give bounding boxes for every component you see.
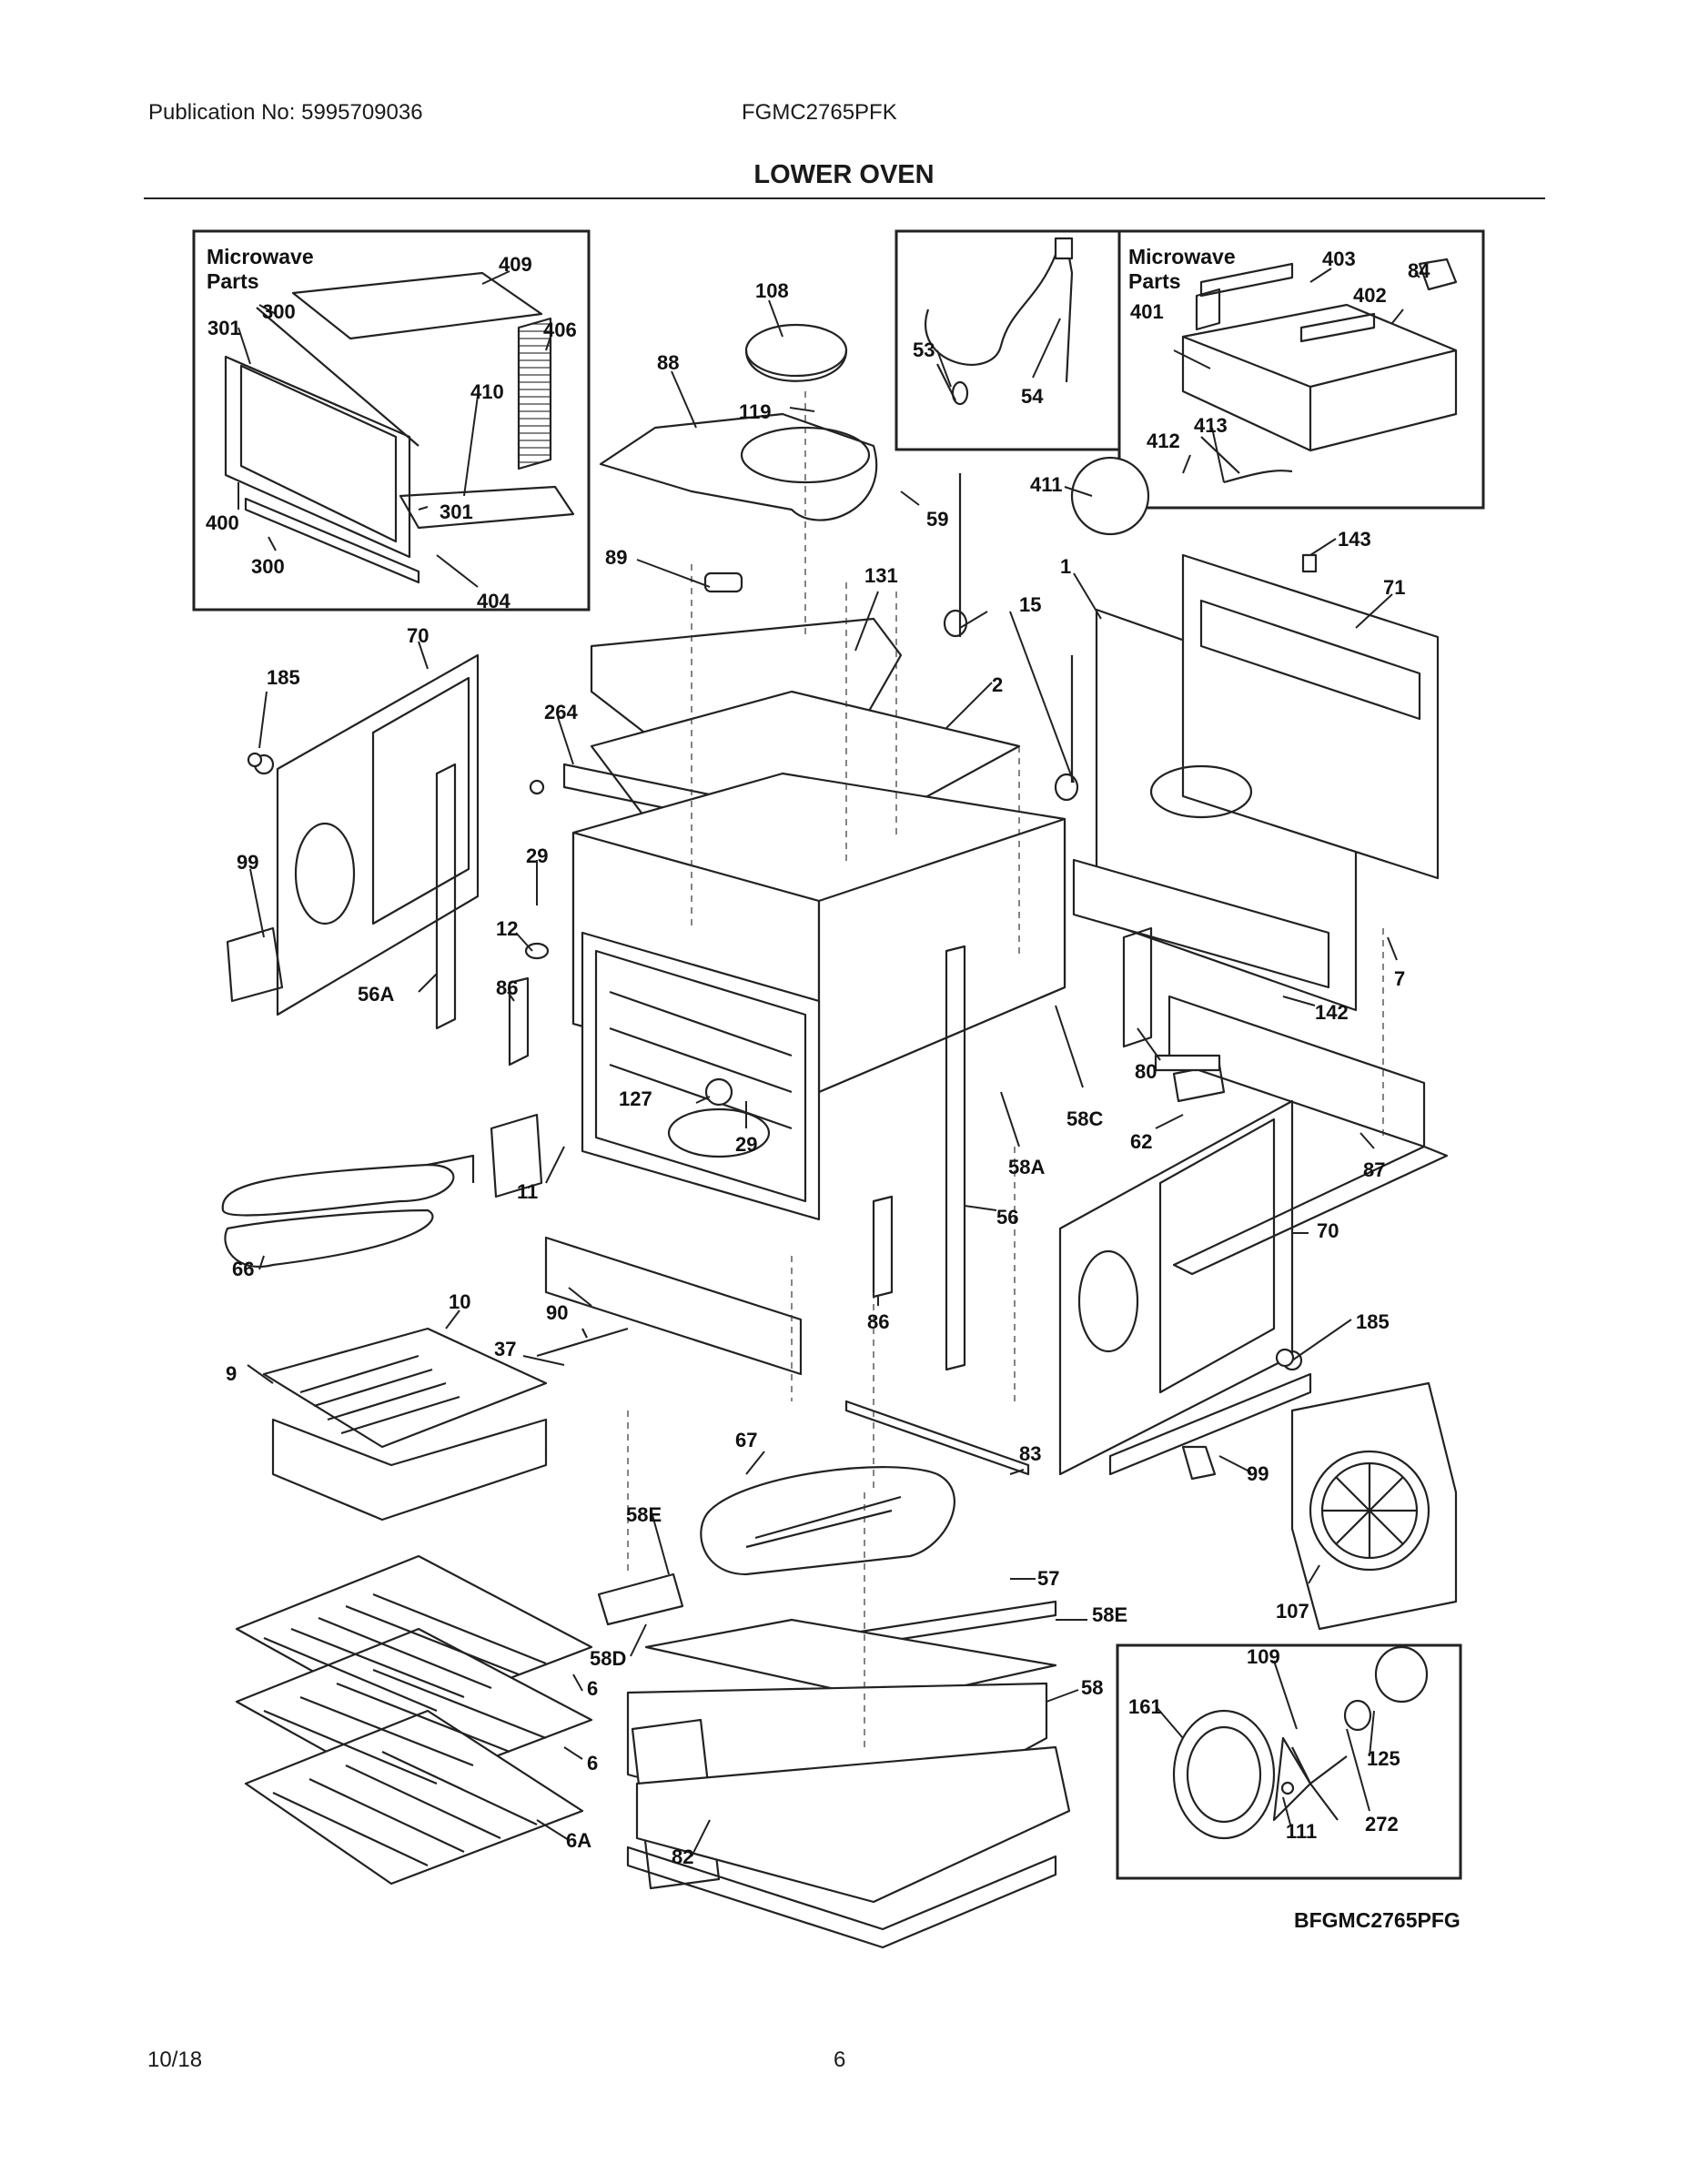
callout-412: 412 xyxy=(1147,430,1180,452)
callout-53: 53 xyxy=(913,339,935,361)
callout-107: 107 xyxy=(1276,1600,1309,1623)
callout-185a: 185 xyxy=(267,666,300,689)
callout-58Ea: 58E xyxy=(626,1503,662,1526)
callout-70a: 70 xyxy=(407,624,429,647)
footer-page-number: 6 xyxy=(834,2048,846,2072)
callout-108: 108 xyxy=(755,279,789,302)
callout-62: 62 xyxy=(1130,1130,1152,1153)
callout-10: 10 xyxy=(449,1290,470,1313)
callout-83: 83 xyxy=(1019,1442,1041,1465)
callout-109: 109 xyxy=(1247,1645,1280,1668)
callout-301b: 301 xyxy=(440,500,473,523)
callout-82: 82 xyxy=(672,1845,693,1868)
callout-12: 12 xyxy=(496,917,518,940)
callout-67: 67 xyxy=(735,1429,757,1451)
callout-87: 87 xyxy=(1363,1158,1385,1181)
microwave-parts-label-right-1: Microwave xyxy=(1128,245,1236,268)
callout-6a: 6 xyxy=(587,1677,598,1700)
callout-99b: 99 xyxy=(1247,1462,1269,1485)
callout-111: 111 xyxy=(1286,1820,1317,1843)
callout-57: 57 xyxy=(1037,1567,1059,1590)
callout-56: 56 xyxy=(996,1206,1018,1228)
callout-88: 88 xyxy=(657,351,679,374)
callout-142: 142 xyxy=(1315,1001,1349,1024)
callout-403: 403 xyxy=(1322,248,1356,270)
callout-80: 80 xyxy=(1135,1060,1157,1083)
callout-409: 409 xyxy=(499,253,532,276)
callout-401: 401 xyxy=(1130,300,1164,323)
callout-301a: 301 xyxy=(207,317,241,339)
callout-89: 89 xyxy=(605,546,627,569)
callout-15: 15 xyxy=(1019,593,1041,616)
microwave-parts-label-left-2: Parts xyxy=(207,269,259,293)
callout-127: 127 xyxy=(619,1087,652,1110)
callout-84: 84 xyxy=(1408,259,1430,282)
callout-58: 58 xyxy=(1081,1676,1103,1699)
microwave-parts-inset-right xyxy=(1117,229,1485,510)
callout-411: 411 xyxy=(1030,473,1063,496)
part-409-panel xyxy=(291,271,543,340)
callout-71: 71 xyxy=(1383,576,1405,599)
microwave-parts-label-left-1: Microwave xyxy=(207,245,314,268)
callout-413: 413 xyxy=(1194,414,1228,437)
microwave-parts-label-right-2: Parts xyxy=(1128,269,1181,293)
callout-300a: 300 xyxy=(262,300,296,323)
callout-143: 143 xyxy=(1338,528,1371,551)
callout-402: 402 xyxy=(1353,284,1387,307)
callout-125: 125 xyxy=(1367,1747,1400,1770)
callout-58Eb: 58E xyxy=(1092,1603,1127,1626)
callout-1: 1 xyxy=(1060,555,1071,578)
section-title: LOWER OVEN xyxy=(753,160,935,189)
diagram-code: BFGMC2765PFG xyxy=(1294,1908,1461,1932)
callout-70b: 70 xyxy=(1317,1219,1339,1242)
callout-119: 119 xyxy=(739,400,772,423)
callout-54: 54 xyxy=(1021,385,1044,408)
callout-406: 406 xyxy=(543,318,577,341)
callout-400: 400 xyxy=(206,511,239,534)
convection-motor-inset xyxy=(1116,1643,1462,1880)
callout-300b: 300 xyxy=(251,555,285,578)
callout-264: 264 xyxy=(544,701,578,723)
callout-66: 66 xyxy=(232,1258,254,1280)
callout-59: 59 xyxy=(926,508,948,531)
callout-58C: 58C xyxy=(1066,1107,1103,1130)
callout-6b: 6 xyxy=(587,1752,598,1774)
callout-37: 37 xyxy=(494,1338,516,1360)
callout-410: 410 xyxy=(470,380,504,403)
callout-86a: 86 xyxy=(496,976,518,999)
callout-90: 90 xyxy=(546,1301,568,1324)
callout-185b: 185 xyxy=(1356,1310,1390,1333)
callout-6A: 6A xyxy=(566,1829,591,1852)
callout-7: 7 xyxy=(1394,967,1405,990)
publication-number: Publication No: 5995709036 xyxy=(148,100,423,125)
header-rule xyxy=(144,197,1545,199)
callout-56A: 56A xyxy=(358,983,394,1006)
callout-161: 161 xyxy=(1128,1695,1162,1718)
callout-131: 131 xyxy=(864,564,898,587)
callout-2: 2 xyxy=(992,673,1003,696)
callout-58A: 58A xyxy=(1008,1156,1045,1178)
callout-404: 404 xyxy=(477,590,510,612)
footer-date: 10/18 xyxy=(147,2048,203,2072)
microwave-parts-inset-left xyxy=(192,229,591,612)
callout-11: 11 xyxy=(517,1180,538,1203)
callout-58D: 58D xyxy=(590,1647,626,1670)
callout-272: 272 xyxy=(1365,1813,1399,1835)
callout-86b: 86 xyxy=(867,1310,889,1333)
callout-29b: 29 xyxy=(735,1133,757,1156)
model-number: FGMC2765PFK xyxy=(742,100,897,125)
callout-29a: 29 xyxy=(526,844,548,867)
callout-9: 9 xyxy=(226,1362,237,1385)
callout-99a: 99 xyxy=(237,851,258,874)
